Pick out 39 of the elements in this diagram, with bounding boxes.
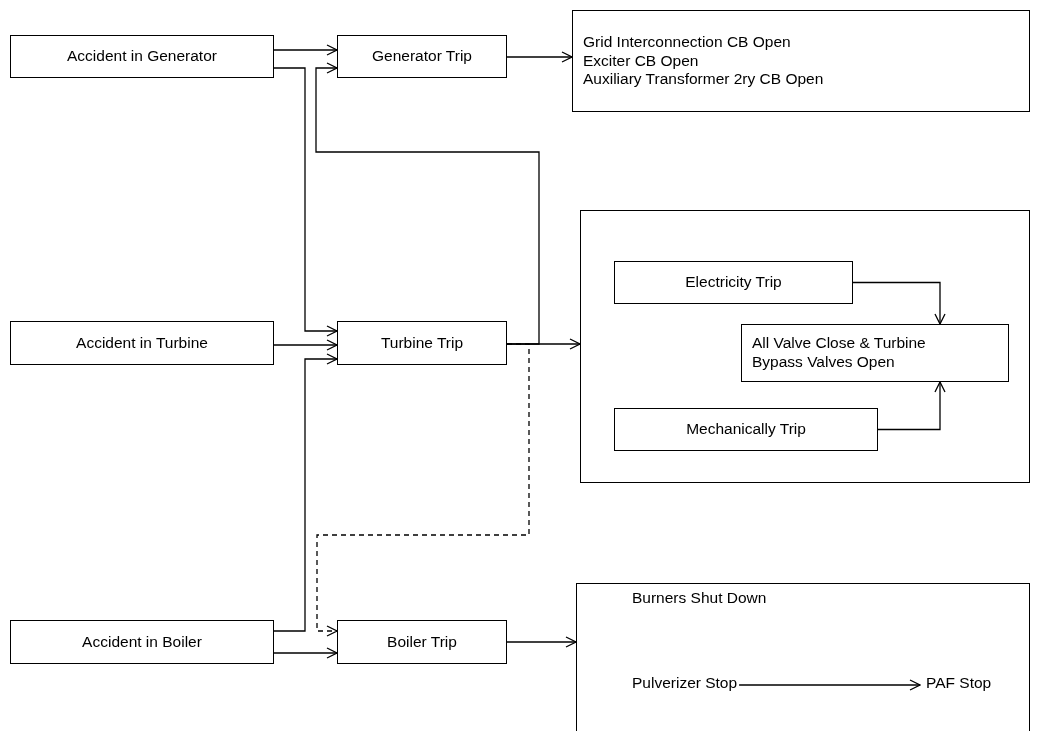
- process-box: [614, 261, 853, 304]
- region-box: [576, 583, 1030, 731]
- arrow: [273, 67, 338, 337]
- process-box: [337, 321, 507, 365]
- box-label: All Valve Close & Turbine Bypass Valves Open: [752, 334, 927, 372]
- box-label: Generator Trip: [371, 47, 473, 66]
- box-label: Accident in Generator: [66, 47, 218, 66]
- box-label: Mechanically Trip: [685, 420, 807, 439]
- arrow: [506, 636, 577, 648]
- box-label: Auxiliary Transformer 2ry CB Open: [583, 70, 825, 89]
- box-label: Accident in Turbine: [75, 333, 209, 353]
- process-box: [10, 620, 274, 664]
- box-label: Electricity Trip: [684, 273, 783, 292]
- arrow: [852, 281, 946, 325]
- step-text: PAF Stop: [926, 674, 992, 696]
- box-label: Turbine Trip: [379, 333, 465, 353]
- box-label: Exciter CB Open: [583, 51, 700, 71]
- box-label: Boiler Trip: [386, 632, 458, 652]
- process-box: [741, 324, 1009, 382]
- process-box: [337, 35, 507, 78]
- arrow: [738, 679, 921, 691]
- process-box: [10, 321, 274, 365]
- arrow: [506, 51, 573, 63]
- box-label: Accident in Boiler: [81, 632, 203, 652]
- arrow: [316, 343, 530, 637]
- process-box: [614, 408, 878, 451]
- process-box: [572, 10, 1030, 112]
- arrow: [315, 62, 540, 345]
- arrow: [273, 353, 338, 632]
- box-label: Grid Interconnection CB Open: [583, 33, 792, 52]
- step-text: Burners Shut Down: [632, 589, 767, 611]
- arrow: [877, 381, 946, 431]
- arrow: [273, 647, 338, 659]
- arrow: [273, 339, 338, 351]
- arrow: [273, 44, 338, 56]
- step-text: Pulverizer Stop: [632, 674, 738, 696]
- process-box: [10, 35, 274, 78]
- process-box: [337, 620, 507, 664]
- region-box: [580, 210, 1030, 483]
